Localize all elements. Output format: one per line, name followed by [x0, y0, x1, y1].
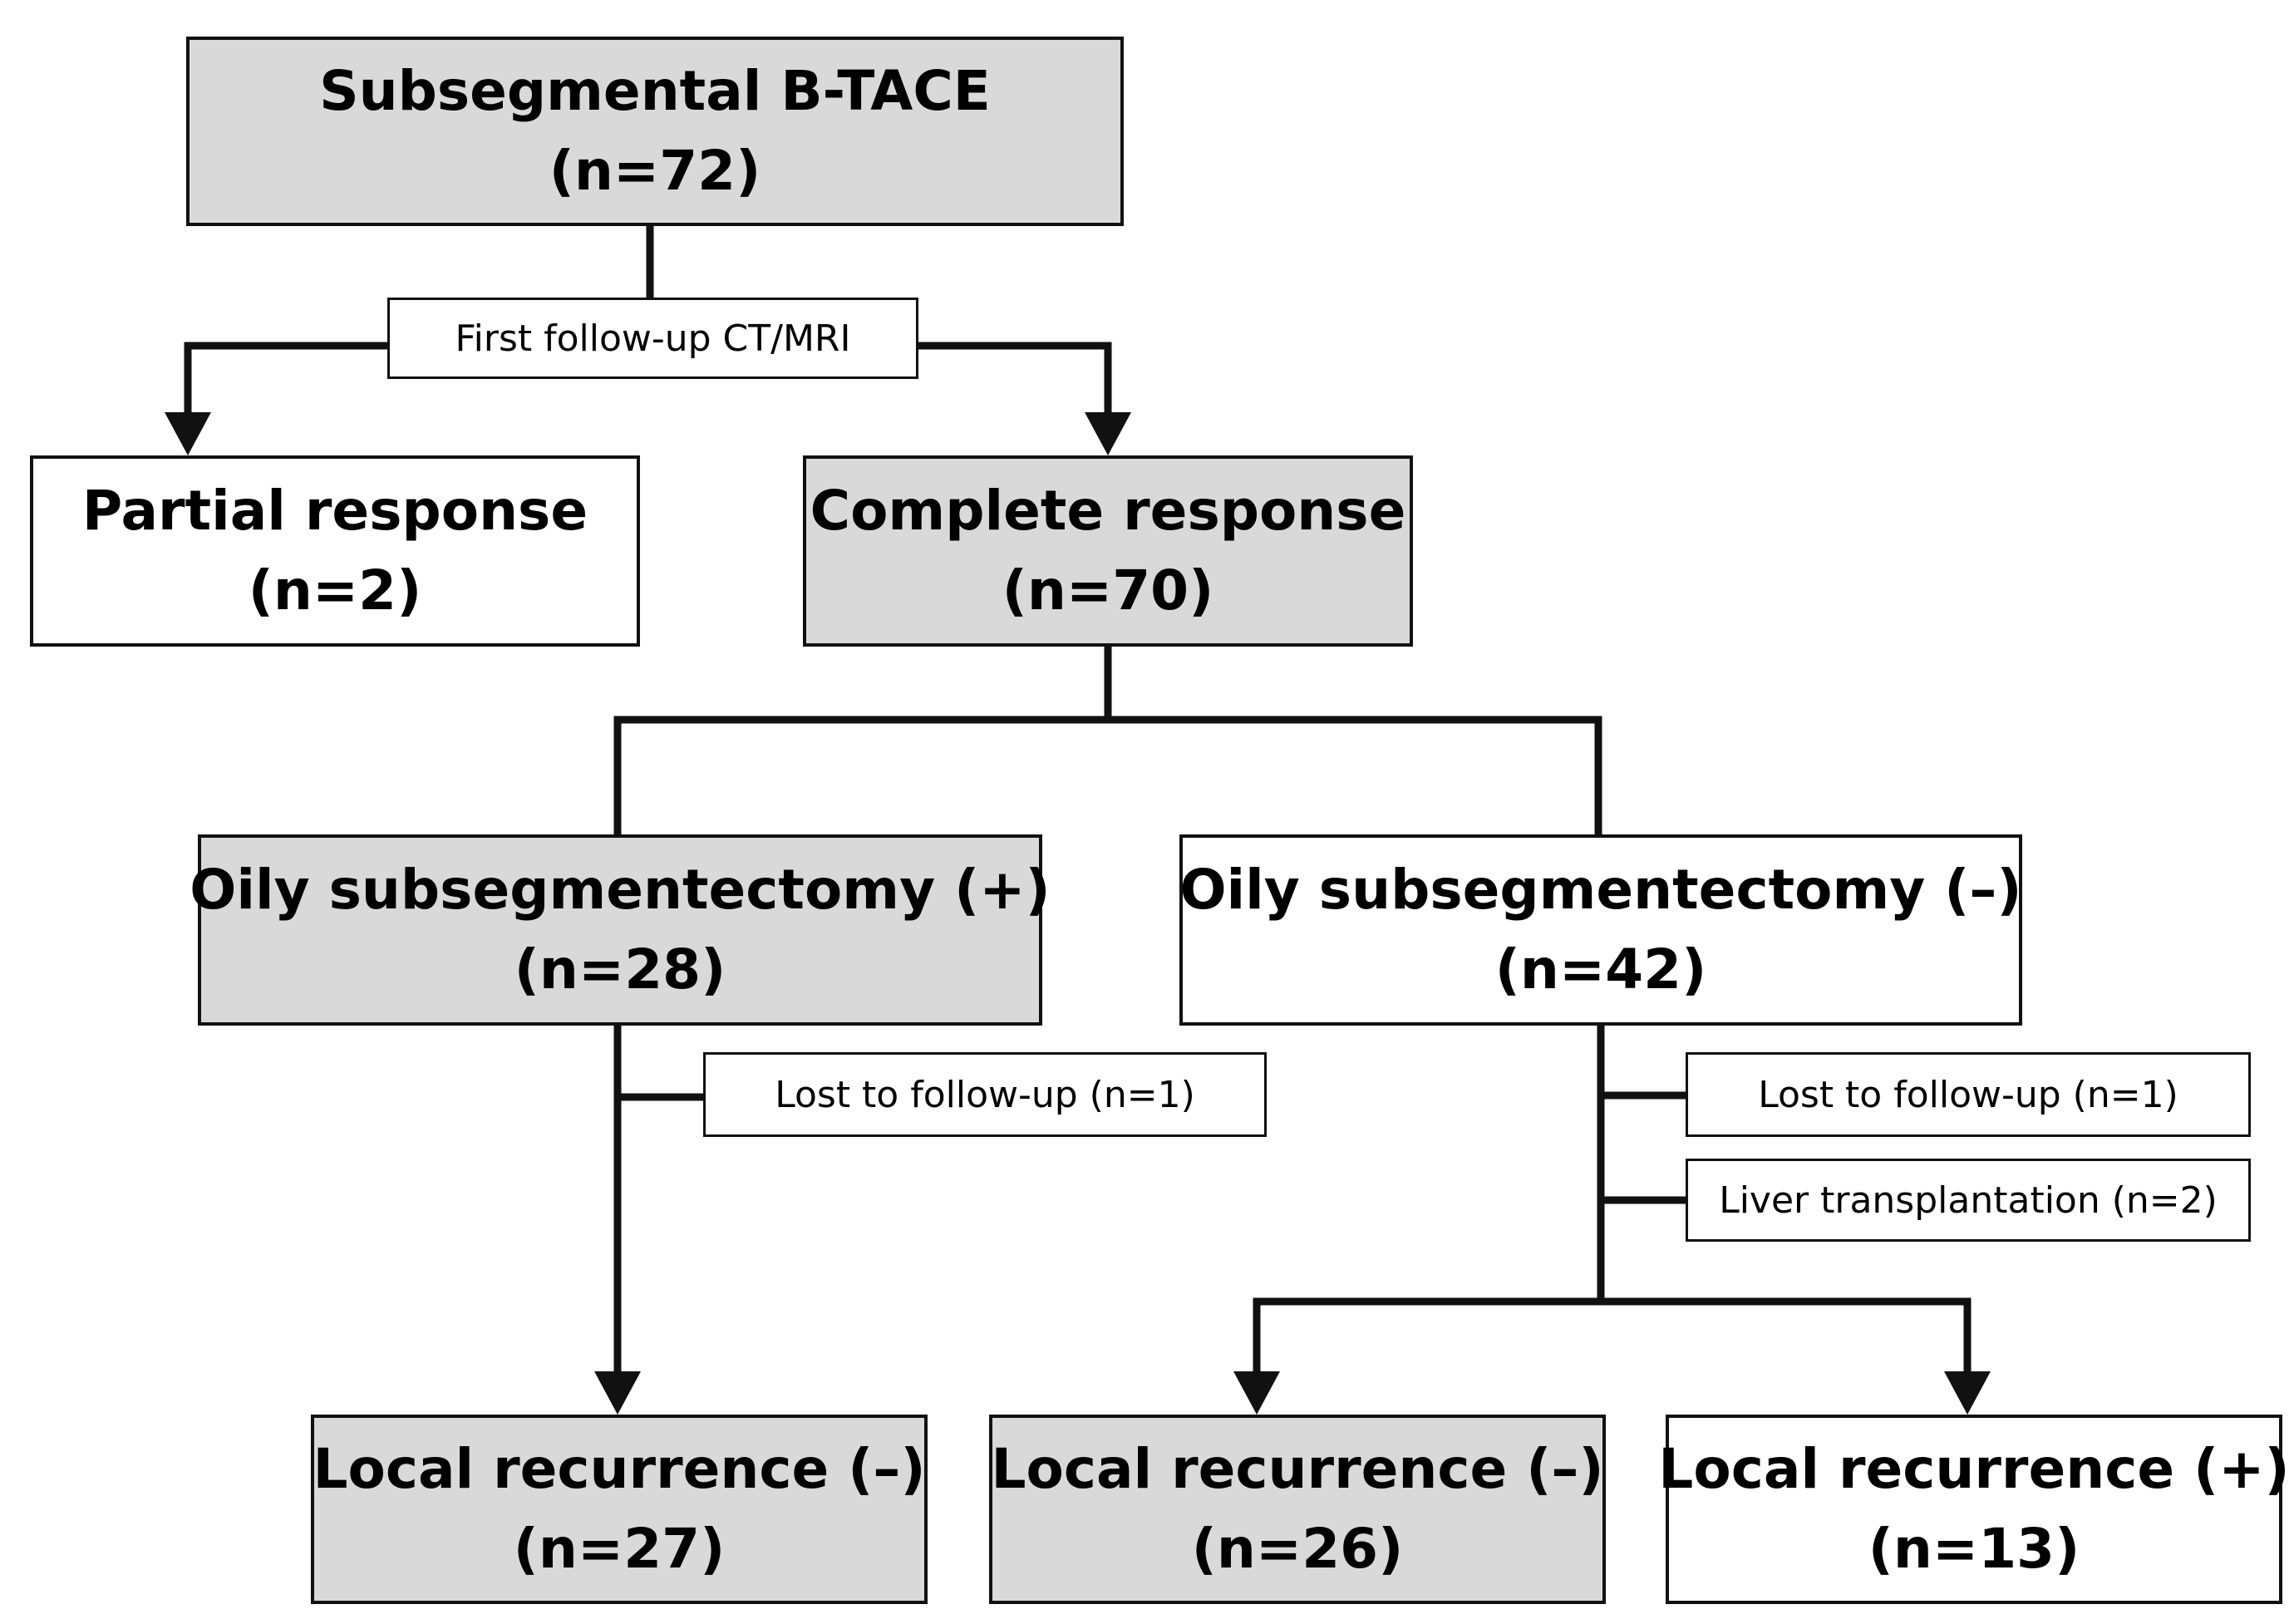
line-to-partial — [184, 342, 391, 416]
node-local-recurrence-negative-b: Local recurrence (–) (n=26) — [989, 1415, 1606, 1604]
line-split-oily — [613, 716, 1602, 839]
node-local-recurrence-positive: Local recurrence (+) (n=13) — [1658, 1415, 2290, 1604]
line-to-complete — [914, 342, 1112, 416]
note-lost-to-follow-up-b: Lost to follow-up (n=1) — [1686, 1052, 2251, 1137]
node-local-recurrence-negative-a: Local recurrence (–) (n=27) — [311, 1415, 928, 1604]
line-split-recurrence — [1253, 1297, 1972, 1377]
node-partial-response: Partial response (n=2) — [30, 455, 640, 647]
node-title: Oily subsegmentectomy (–) — [1179, 858, 2022, 922]
node-count: (n=28) — [514, 937, 726, 1001]
node-title: Complete response — [810, 479, 1406, 543]
node-complete-response: Complete response (n=70) — [803, 455, 1413, 647]
arrowhead-lr-neg-a — [594, 1371, 641, 1415]
node-count: (n=42) — [1494, 937, 1707, 1001]
arrowhead-partial — [165, 412, 211, 455]
note-liver-transplantation: Liver transplantation (n=2) — [1686, 1159, 2251, 1242]
node-title: Subsegmental B-TACE — [319, 59, 991, 123]
arrowhead-lr-pos — [1944, 1371, 1991, 1415]
node-oily-subsegmentectomy-negative: Oily subsegmentectomy (–) (n=42) — [1179, 834, 2022, 1026]
node-title: Partial response — [81, 479, 588, 543]
node-count: (n=26) — [1191, 1517, 1404, 1581]
node-title: Local recurrence (+) — [1658, 1437, 2290, 1501]
node-subsegmental-btace: Subsegmental B-TACE (n=72) — [186, 37, 1124, 226]
arrowhead-complete — [1085, 412, 1131, 455]
node-count: (n=27) — [513, 1517, 726, 1581]
node-oily-subsegmentectomy-positive: Oily subsegmentectomy (+) (n=28) — [190, 834, 1051, 1026]
node-title: Local recurrence (–) — [991, 1437, 1604, 1501]
node-title: Oily subsegmentectomy (+) — [190, 858, 1051, 922]
note-lost-to-follow-up-a: Lost to follow-up (n=1) — [703, 1052, 1267, 1137]
node-title: Local recurrence (–) — [313, 1437, 926, 1501]
node-count: (n=72) — [549, 139, 761, 203]
arrowhead-lr-neg-b — [1233, 1371, 1280, 1415]
node-count: (n=2) — [248, 559, 422, 623]
node-count: (n=13) — [1868, 1517, 2080, 1581]
note-first-follow-up: First follow-up CT/MRI — [387, 298, 918, 379]
node-count: (n=70) — [1002, 559, 1214, 623]
